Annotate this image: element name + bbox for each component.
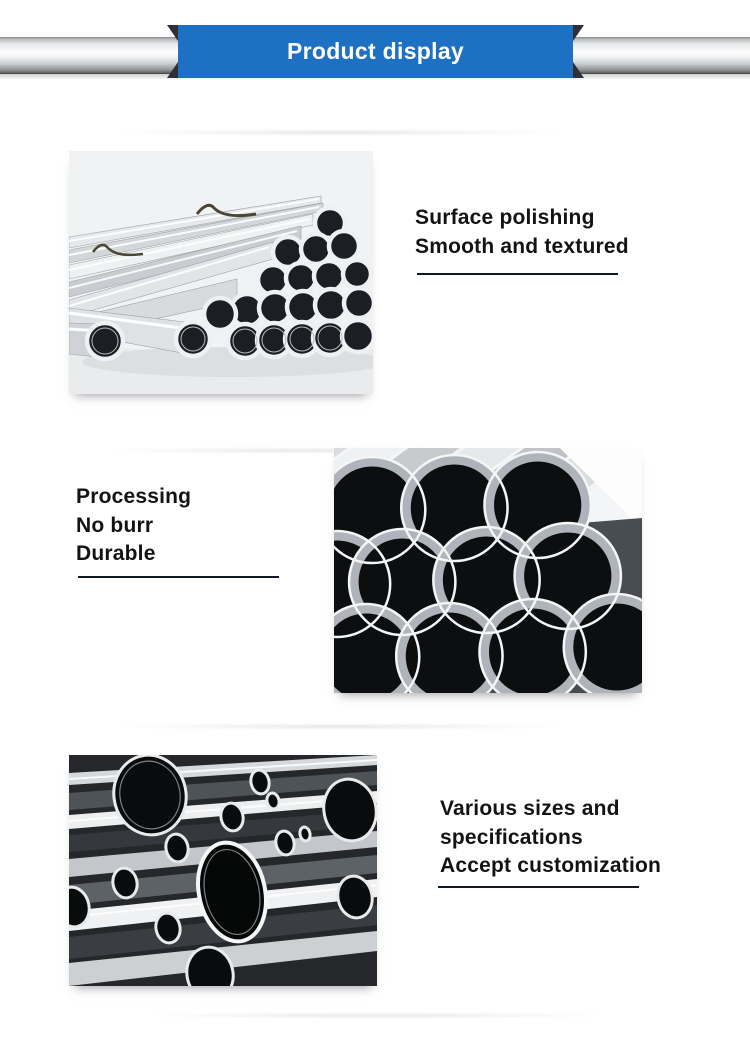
ribbon-fold-bottom-left xyxy=(167,62,178,78)
heading-line: Accept customization xyxy=(440,854,662,877)
section3-underline xyxy=(438,886,639,888)
ribbon-fold-top-right xyxy=(573,25,584,41)
ribbon-fold-bottom-right xyxy=(573,62,584,78)
heading-line: Durable xyxy=(76,542,156,565)
ribbon-fold-top-left xyxy=(167,25,178,41)
photo-stacked-steel-pipe-ends xyxy=(334,448,642,693)
heading-line: Various sizes and xyxy=(440,797,620,820)
photo-polished-steel-pipes-bundle xyxy=(69,151,373,394)
steel-pipes-bundle-illustration xyxy=(69,151,373,394)
section2-underline xyxy=(78,576,279,578)
section2-heading: Processing No burr Durable xyxy=(76,483,191,569)
heading-line: No burr xyxy=(76,513,154,537)
product-display-banner: Product display xyxy=(167,25,584,78)
chrome-pipes-illustration xyxy=(69,755,377,986)
section-divider-shadow xyxy=(38,447,568,454)
section1-heading: Surface polishing Smooth and textured xyxy=(415,204,629,261)
heading-line: Surface polishing xyxy=(415,206,595,229)
photo-chrome-pipes-various-sizes xyxy=(69,755,377,986)
section-divider-shadow xyxy=(35,723,645,730)
banner-title: Product display xyxy=(286,38,465,64)
heading-line: specifications xyxy=(440,825,583,849)
section3-heading: Various sizes and specifications Accept … xyxy=(440,795,661,881)
section-divider-shadow xyxy=(35,129,645,136)
heading-line: Smooth and textured xyxy=(415,234,629,258)
heading-line: Processing xyxy=(76,485,192,508)
section-divider-shadow xyxy=(65,1012,685,1019)
section1-underline xyxy=(417,273,618,275)
pipe-ends-stack-illustration xyxy=(334,448,642,693)
